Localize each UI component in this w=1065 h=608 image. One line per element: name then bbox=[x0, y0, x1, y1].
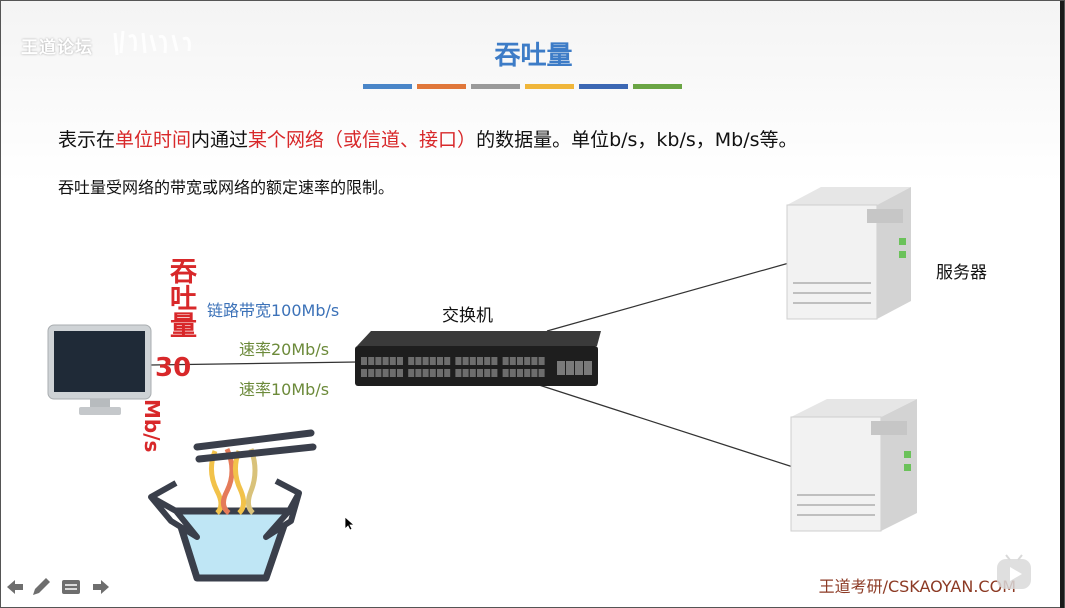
title-color-bar bbox=[579, 84, 628, 89]
switch-port bbox=[422, 357, 429, 365]
throughput-unit: Mb/s bbox=[140, 399, 164, 453]
switch-port bbox=[455, 357, 462, 365]
switch-port bbox=[462, 369, 469, 377]
switch-label: 交换机 bbox=[442, 306, 493, 326]
switch-port bbox=[538, 357, 545, 365]
watermark-signature-icon bbox=[113, 30, 191, 56]
rate-20-label: 速率20Mb/s bbox=[239, 340, 330, 359]
switch-port bbox=[397, 369, 403, 377]
switch-port bbox=[491, 369, 498, 377]
link-bandwidth-label: 链路带宽100Mb/s bbox=[207, 301, 340, 320]
highlight-unit-time: 单位时间 bbox=[115, 129, 192, 151]
switch-port bbox=[389, 369, 396, 377]
switch-port bbox=[538, 369, 545, 377]
limitation-text: 吞吐量受网络的带宽或网络的额定速率的限制。 bbox=[58, 178, 395, 197]
switch-port bbox=[502, 357, 509, 365]
switch-uplink-port bbox=[557, 361, 565, 375]
next-icon[interactable] bbox=[89, 575, 113, 599]
window-edge bbox=[1060, 1, 1064, 608]
switch-port bbox=[477, 369, 483, 377]
play-icon[interactable] bbox=[994, 553, 1034, 593]
switch-port bbox=[531, 357, 538, 365]
switch-port bbox=[509, 369, 516, 377]
menu-icon[interactable] bbox=[59, 575, 83, 599]
title-color-bar bbox=[471, 84, 520, 89]
link-switch-server-top bbox=[546, 262, 790, 332]
switch-port bbox=[361, 357, 367, 365]
switch-port bbox=[469, 357, 476, 365]
switch-port bbox=[491, 357, 498, 365]
prev-icon[interactable] bbox=[3, 575, 27, 599]
switch-uplink-port bbox=[584, 361, 592, 375]
switch-port bbox=[502, 369, 509, 377]
switch-port bbox=[462, 357, 469, 365]
switch-port bbox=[429, 369, 436, 377]
definition-text-part: 的数据量。单位b/s，kb/s，Mb/s等。 bbox=[476, 129, 798, 151]
switch-port bbox=[484, 369, 491, 377]
switch-port bbox=[517, 369, 523, 377]
title-color-bar bbox=[633, 84, 682, 89]
switch-port bbox=[397, 357, 403, 365]
switch-port bbox=[477, 357, 483, 365]
switch-port bbox=[375, 369, 382, 377]
slide-toolbar bbox=[1, 575, 121, 601]
link-switch-server-bottom bbox=[538, 384, 794, 468]
title-color-bar bbox=[363, 84, 412, 89]
switch-port bbox=[437, 357, 443, 365]
switch-port bbox=[415, 357, 422, 365]
link-pc-switch bbox=[150, 361, 358, 366]
monitor-icon bbox=[47, 324, 152, 415]
throughput-value: 30 bbox=[155, 353, 192, 383]
pen-icon[interactable] bbox=[29, 575, 53, 599]
switch-port bbox=[422, 369, 429, 377]
switch-port bbox=[469, 369, 476, 377]
title-color-bar bbox=[525, 84, 574, 89]
switch-port bbox=[484, 357, 491, 365]
server-icon bbox=[786, 187, 911, 320]
cursor-icon bbox=[345, 517, 355, 531]
switch-port bbox=[361, 369, 367, 377]
noodle-box-icon bbox=[148, 429, 317, 582]
server-label: 服务器 bbox=[936, 263, 987, 283]
watermark-site: 王道考研/CSKAOYAN.COM bbox=[818, 577, 1016, 596]
definition-text-part: 内通过 bbox=[191, 129, 249, 151]
switch-port bbox=[408, 369, 415, 377]
switch-port bbox=[382, 369, 389, 377]
switch-port bbox=[531, 369, 538, 377]
switch-port bbox=[524, 357, 531, 365]
switch-port bbox=[368, 357, 375, 365]
switch-port bbox=[509, 357, 516, 365]
switch-port bbox=[368, 369, 375, 377]
switch-port bbox=[375, 357, 382, 365]
switch-port bbox=[444, 369, 451, 377]
title-color-bar bbox=[417, 84, 466, 89]
switch-port bbox=[444, 357, 451, 365]
switch-port bbox=[437, 369, 443, 377]
switch-port bbox=[389, 357, 396, 365]
definition-text-part: 表示在 bbox=[58, 129, 116, 151]
definition-text: 表示在单位时间内通过某个网络（或信道、接口）的数据量。单位b/s，kb/s，Mb… bbox=[58, 125, 798, 152]
switch-port bbox=[429, 357, 436, 365]
switch-port bbox=[524, 369, 531, 377]
throughput-vertical-label: 吞吐量 bbox=[165, 257, 196, 338]
switch-port bbox=[408, 357, 415, 365]
switch-port bbox=[455, 369, 462, 377]
switch-uplink-port bbox=[575, 361, 583, 375]
rate-10-label: 速率10Mb/s bbox=[239, 380, 330, 399]
switch-port bbox=[517, 357, 523, 365]
switch-icon bbox=[355, 331, 601, 386]
server-icon bbox=[790, 399, 917, 532]
switch-uplink-port bbox=[566, 361, 574, 375]
switch-port bbox=[382, 357, 389, 365]
watermark-logo: 王道论坛 bbox=[21, 38, 93, 58]
slide-title: 吞吐量 bbox=[494, 41, 573, 71]
highlight-network: 某个网络（或信道、接口） bbox=[248, 129, 477, 151]
switch-port bbox=[415, 369, 422, 377]
